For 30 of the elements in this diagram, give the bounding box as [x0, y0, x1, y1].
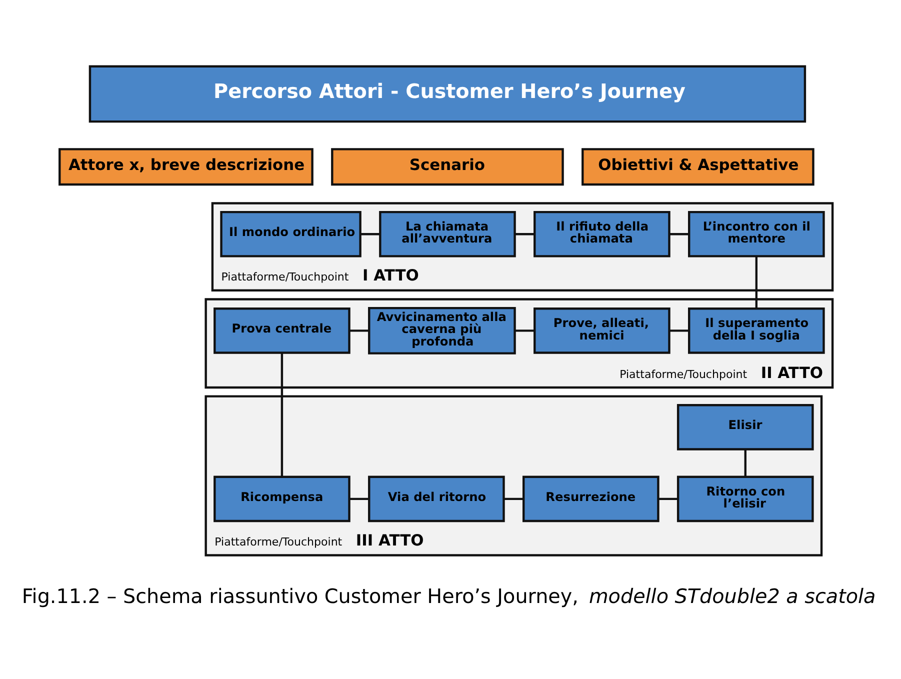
connector — [504, 498, 524, 500]
node-box: Prove, alleati, nemici — [534, 308, 670, 354]
node-box: Scenario — [331, 148, 564, 186]
node-box: Via del ritorno — [368, 476, 505, 522]
node-box: Percorso Attori - Customer Hero’s Journey — [88, 65, 806, 123]
node-box: Il rifiuto della chiamata — [534, 210, 670, 258]
connector — [360, 233, 380, 236]
connector — [280, 352, 284, 476]
node-box: Attore x, breve descrizione — [58, 148, 314, 186]
node-box: L’incontro con il mentore — [688, 210, 825, 258]
connector — [515, 233, 534, 236]
connector — [349, 330, 369, 332]
connector — [350, 498, 369, 500]
node-box: Avvicinamento alla caverna più profonda — [368, 306, 516, 354]
connector — [755, 256, 758, 309]
node-box: La chiamata all’avventura — [379, 210, 516, 258]
connector — [744, 450, 746, 477]
connector — [658, 498, 678, 500]
node-box: Ricompensa — [214, 476, 350, 522]
node-box: Elisir — [676, 404, 814, 450]
connector — [670, 330, 689, 332]
node-box: Il mondo ordinario — [220, 210, 362, 258]
node-box: Obiettivi & Aspettative — [582, 148, 814, 186]
node-box: Il superamento della I soglia — [688, 308, 825, 354]
caption: Fig.11.2 – Schema riassuntivo Customer Hero’s Journey, modello STdouble2 a scatola — [22, 585, 876, 608]
node-box: Resurrezione — [522, 476, 660, 522]
connector — [670, 233, 689, 236]
connector — [515, 330, 534, 332]
node-box: Ritorno con l’elisir — [676, 476, 814, 522]
node-box: Prova centrale — [214, 308, 350, 354]
